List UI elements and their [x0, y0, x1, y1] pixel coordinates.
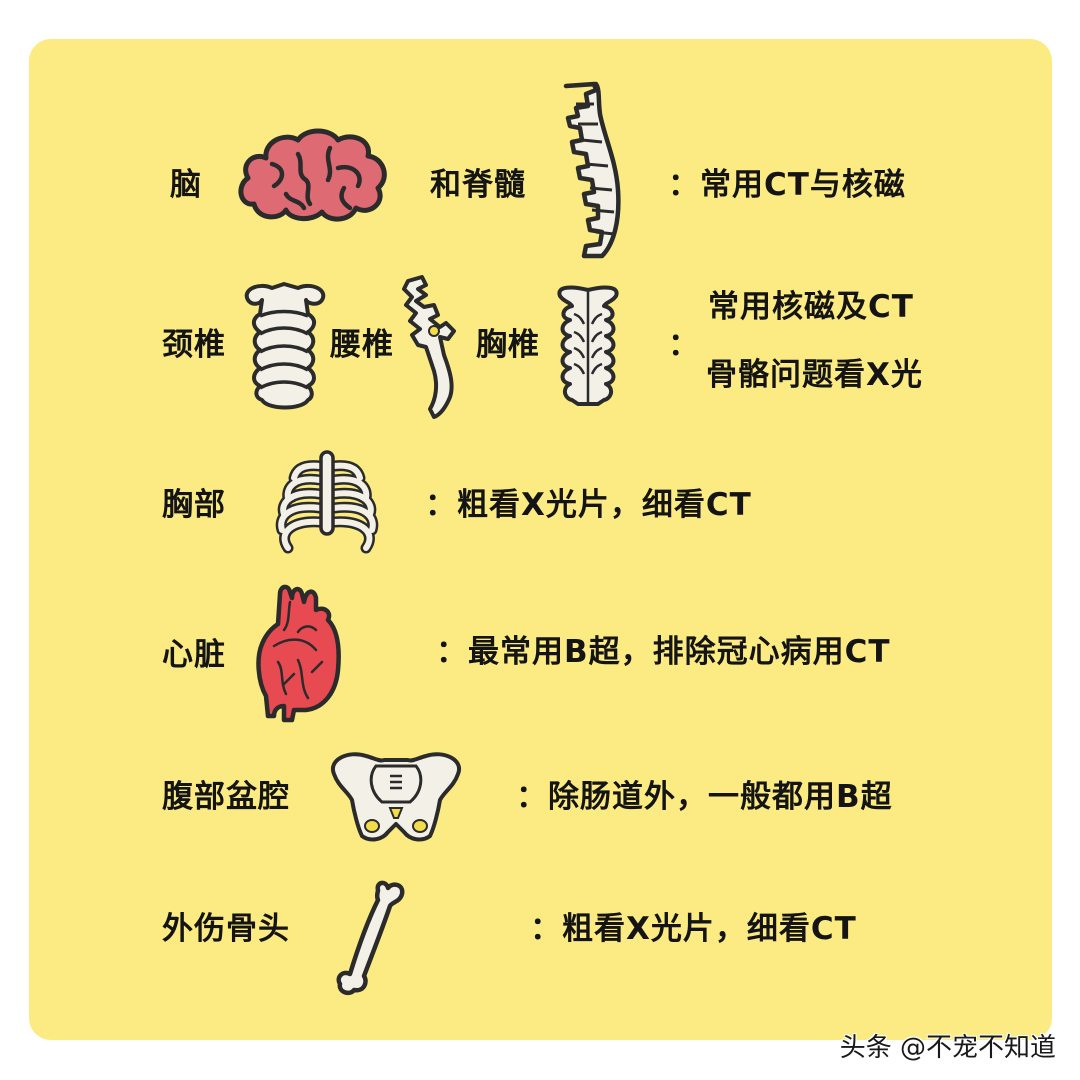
label-heart: 心脏 [162, 637, 226, 673]
pelvis-icon [330, 752, 462, 842]
description-vertebrae-line-2: 骨骼问题看X光 [706, 357, 923, 393]
cervical-vertebrae-icon [244, 282, 326, 410]
description-chest: ：粗看X光片，细看CT [425, 487, 752, 523]
label-abdomen-pelvis: 腹部盆腔 [162, 779, 290, 815]
colon-vertebrae: ： [668, 327, 700, 363]
infographic-card [29, 39, 1052, 1040]
description-brain-spinal-cord: ：常用CT与核磁 [668, 167, 906, 203]
description-trauma-bone: ：粗看X光片，细看CT [530, 911, 857, 947]
ribcage-icon [275, 450, 379, 554]
watermark: 头条 @不宠不知道 [839, 1033, 1056, 1063]
description-vertebrae-line-1: 常用核磁及CT [708, 289, 914, 325]
description-heart: ：最常用B超，排除冠心病用CT [436, 634, 891, 670]
label-chest: 胸部 [162, 487, 226, 523]
heart-icon [256, 584, 341, 723]
label-lumbar-vertebrae: 腰椎 [330, 327, 394, 363]
brain-icon [238, 128, 387, 222]
description-abdomen-pelvis: ：除肠道外，一般都用B超 [516, 779, 893, 815]
lumbar-vertebrae-icon [402, 275, 456, 419]
label-trauma-bone: 外伤骨头 [162, 911, 290, 947]
spine-icon [563, 81, 621, 259]
thoracic-vertebrae-icon [557, 285, 619, 406]
label-thoracic-vertebrae: 胸椎 [476, 327, 540, 363]
label-brain: 脑 [170, 167, 202, 203]
label-cervical-vertebrae: 颈椎 [162, 327, 226, 363]
label-spinal-cord: 和脊髓 [430, 167, 526, 203]
bone-icon [336, 880, 405, 996]
